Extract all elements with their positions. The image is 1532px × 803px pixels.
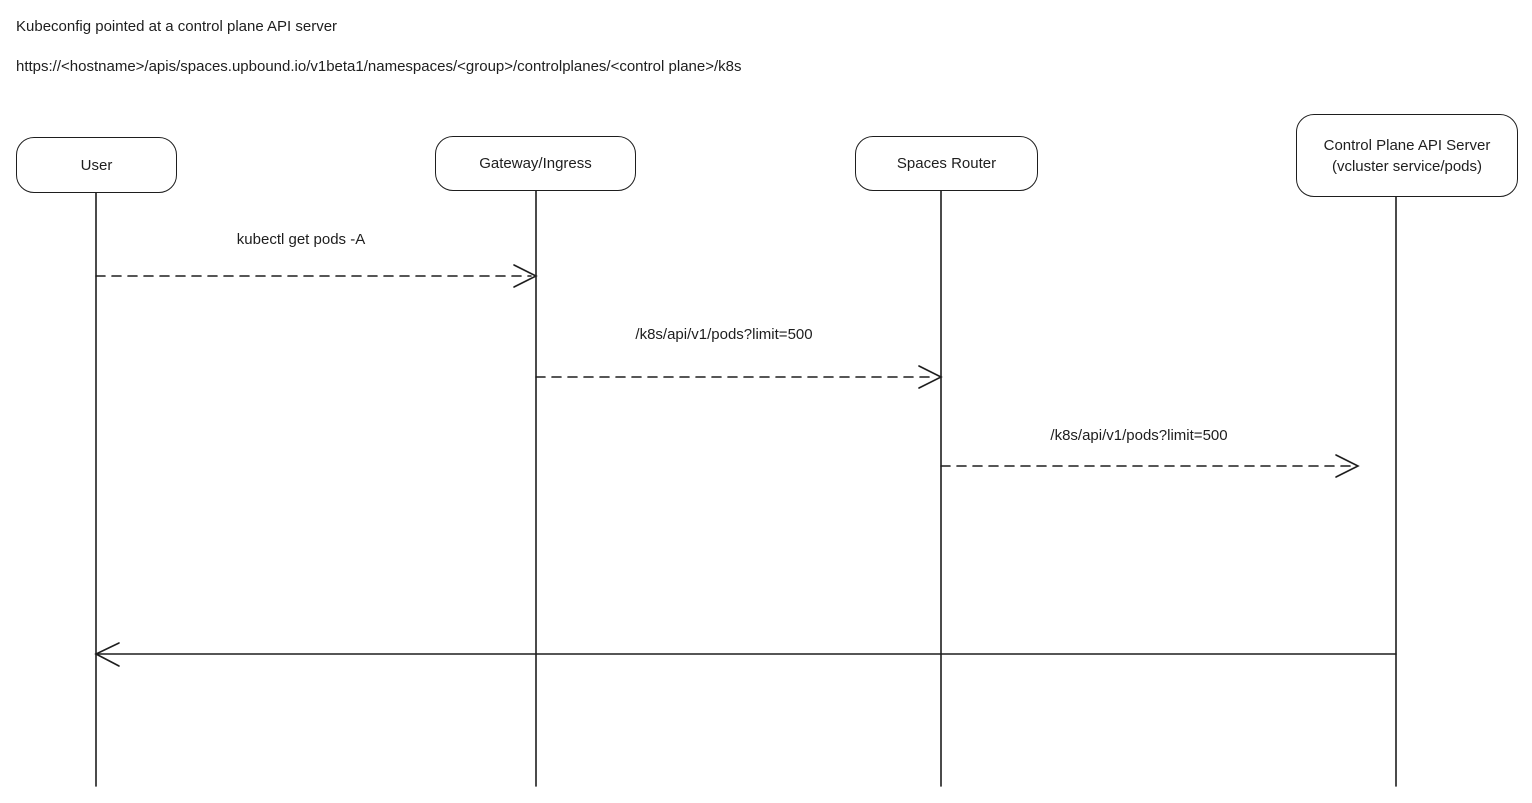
actor-box-control-plane-api-server: Control Plane API Server (vcluster servi… — [1296, 114, 1518, 197]
message-arrow-1 — [95, 264, 538, 288]
actor-label: Spaces Router — [896, 155, 997, 172]
actor-label: Gateway/Ingress — [479, 155, 592, 172]
message-arrow-3 — [940, 454, 1360, 478]
message-arrow-2 — [535, 365, 943, 389]
actor-box-gateway-ingress: Gateway/Ingress — [435, 136, 636, 191]
actor-box-spaces-router: Spaces Router — [855, 136, 1038, 191]
message-label-pods-limit-1: /k8s/api/v1/pods?limit=500 — [635, 326, 813, 343]
actor-sublabel: (vcluster service/pods) — [1331, 157, 1483, 175]
message-label-pods-limit-2: /k8s/api/v1/pods?limit=500 — [1050, 427, 1228, 444]
message-arrow-4 — [94, 642, 1397, 667]
endpoint-url-text: https://<hostname>/apis/spaces.upbound.i… — [16, 58, 742, 75]
actor-label: User — [80, 156, 113, 174]
message-label-kubectl: kubectl get pods -A — [236, 231, 366, 248]
actor-label: Control Plane API Server — [1323, 136, 1491, 154]
diagram-title: Kubeconfig pointed at a control plane AP… — [16, 18, 338, 35]
actor-box-user: User — [16, 137, 177, 193]
